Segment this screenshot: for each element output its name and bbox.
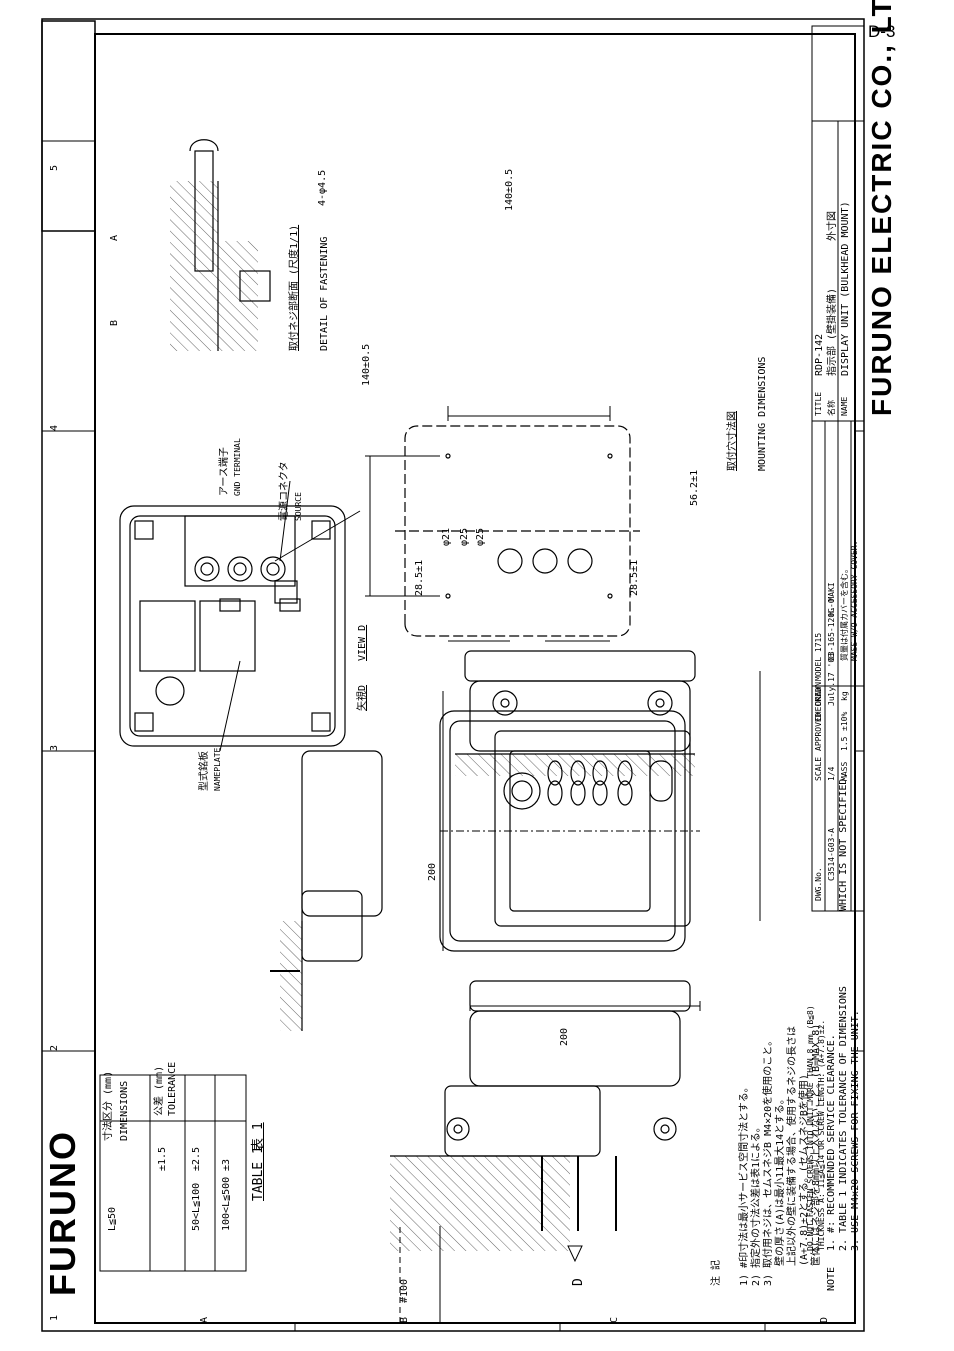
tb-mass-note-en: MASS W/O ACCESSORY COVER. (850, 540, 859, 661)
zone-num-5a: 5 (49, 164, 60, 171)
note-en-5: THICKNESS A: 11≦A≦14 OR SCREW LENGTH: (A… (817, 1019, 826, 1251)
zone-ticks (41, 430, 864, 1331)
title-block-grid (811, 25, 865, 912)
tb-mass: 1.5 (840, 736, 849, 751)
tb-mass-label: MASS (840, 761, 849, 781)
gnd-jp: アース端子 (219, 447, 230, 496)
dia-25-b: φ25 (475, 527, 486, 546)
table-row-1-tol: ±1.5 (157, 1146, 168, 1171)
table-caption-en: TABLE 1 (251, 1146, 266, 1201)
tb-name-jp: 指示部 (壁掛装備) (827, 287, 838, 376)
note-jp-2: 2) 指定外の寸法公差は表1による。 (751, 1122, 762, 1286)
mounting-jp: 取付穴寸法図 (727, 411, 738, 471)
dim-56-2: 56.2±1 (689, 469, 700, 506)
tb-name-jp2: 外寸図 (827, 211, 838, 241)
rear-view-d (119, 505, 346, 747)
notes-en-label: NOTE (826, 1266, 837, 1291)
tb-ref-no: 03-165-120G-0 (827, 598, 836, 661)
zone-letter-b: B (399, 1316, 410, 1323)
dia-25-a: φ25 (459, 527, 470, 546)
dim-28-5-a: 28.5±1 (414, 559, 425, 596)
inner-frame (94, 33, 856, 1324)
source-en: SOURCE (294, 492, 303, 521)
arrow-d-label: D (571, 1278, 586, 1286)
height-front-dim: 200 (427, 862, 438, 881)
zone-letter-d: D (819, 1316, 830, 1323)
table-row-3-tol: ±3 (221, 1158, 232, 1171)
fastening-detail (170, 139, 271, 351)
note-jp-1: 1) #印寸法は最小サービス空間寸法とする。 (739, 1082, 750, 1286)
view-d-en: VIEW D (357, 624, 368, 661)
dim-140-v: 140±0.5 (504, 168, 515, 211)
tb-title-label: TITLE (814, 391, 823, 416)
table-header-dim-jp: 寸法区分 (mm) (103, 1070, 114, 1141)
tolerance-table-grid (99, 1074, 247, 1272)
note-en-2: 2. TABLE 1 INDICATES TOLERANCE OF DIMENS… (838, 986, 849, 1251)
width-top-dim: 200 (559, 1027, 570, 1046)
fastening-jp: 取付ネジ部断面 (尺度1/1) (289, 224, 300, 351)
label-b: B (109, 319, 120, 326)
tb-title: RDP-142 (814, 333, 825, 376)
clearance-dim: #100 (399, 1278, 410, 1303)
label-a: A (109, 234, 120, 241)
table-header-tol-en: TOLERANCE (167, 1061, 178, 1116)
tb-name-en: DISPLAY UNIT (BULKHEAD MOUNT) (840, 201, 851, 376)
table-row-3-dim: 100<L≦500 (221, 1176, 232, 1231)
tb-dwg-label: DWG.No. (814, 867, 823, 901)
tb-name-jp-label: 名称 (827, 400, 836, 416)
dim-28-5-b: 28.5±1 (629, 559, 640, 596)
gnd-en: GND TERMINAL (233, 438, 242, 496)
zone-num-1a: 1 (49, 1314, 60, 1321)
tb-name-label: NAME (840, 396, 849, 416)
tb-mass-unit: kg (840, 691, 849, 701)
note-jp-4: 壁の厚さ(A)は最小11最大14とする。 (775, 1094, 786, 1266)
tb-dwg-no: C3514-G03-A (827, 828, 836, 881)
table-header-tol-jp: 公差 (mm) (154, 1065, 165, 1116)
furuno-logo: FURUNO (42, 1130, 83, 1296)
view-d-jp: 矢視D (357, 684, 368, 711)
tb-mass-tol: ±10% (840, 711, 849, 731)
side-view-left (390, 980, 691, 1251)
nameplate-en: NAMEPLATE (213, 747, 222, 791)
note-en-3: WHICH IS NOT SPECIFIED. (838, 772, 849, 911)
mounting-dim-lines (365, 406, 611, 642)
mount-holes: 4-φ4.5 (317, 169, 328, 206)
note-en-6: DO NOT FASTEN SCREWS INTO UNIT MORE THAN… (806, 1005, 815, 1251)
source-jp: 電源コネクタ (279, 461, 290, 521)
zone-num-4a: 4 (49, 424, 60, 431)
tb-approved-label: APPROVED (814, 712, 823, 751)
note-en-1: 1. #: RECOMMENDED SERVICE CLEARANCE. (826, 1034, 837, 1251)
zone-num-3a: 3 (49, 744, 60, 751)
page-number: D-3 (868, 22, 896, 41)
mounting-template (395, 425, 640, 637)
note-jp-3: 3) 取付用ネジは、セムスネジB M4×20を使用のこと。 (763, 1035, 774, 1286)
table-header-dim-en: DIMENSIONS (119, 1080, 130, 1141)
zone-letter-c: C (609, 1316, 620, 1323)
side-view-right (270, 750, 383, 1031)
tb-scale-label: SCALE (814, 756, 823, 781)
notes-jp-label: 注 記 (711, 1259, 722, 1286)
dia-21: φ21 (441, 527, 452, 546)
zone-num-2a: 2 (49, 1044, 60, 1051)
note-jp-5: 上記以外の壁に装備する場合、使用するネジの長さは (787, 1026, 798, 1266)
fastening-en: DETAIL OF FASTENING (319, 236, 330, 351)
tb-model: MODEL 1715 (814, 632, 823, 681)
table-row-1-dim: L≦50 (107, 1206, 118, 1231)
rear-leaders (219, 480, 361, 752)
table-row-2-dim: 50<L≦100 (191, 1182, 202, 1231)
table-row-2-tol: ±2.5 (191, 1146, 202, 1171)
tb-mass-note-jp: 質量は付属カバーを含む。 (840, 565, 849, 661)
tb-scale: 1/4 (827, 766, 836, 781)
nameplate-jp: 型式銘板 (199, 751, 210, 791)
note-en-4: 3. USE M4x20 SCREWS FOR FIXING THE UNIT. (850, 1010, 861, 1251)
bottom-view (455, 650, 696, 776)
mounting-en: MOUNTING DIMENSIONS (757, 356, 768, 471)
company-name: FURUNO ELECTRIC CO., LTD. (866, 0, 897, 416)
zone-letter-a: A (199, 1316, 210, 1323)
dim-140-h: 140±0.5 (361, 343, 372, 386)
